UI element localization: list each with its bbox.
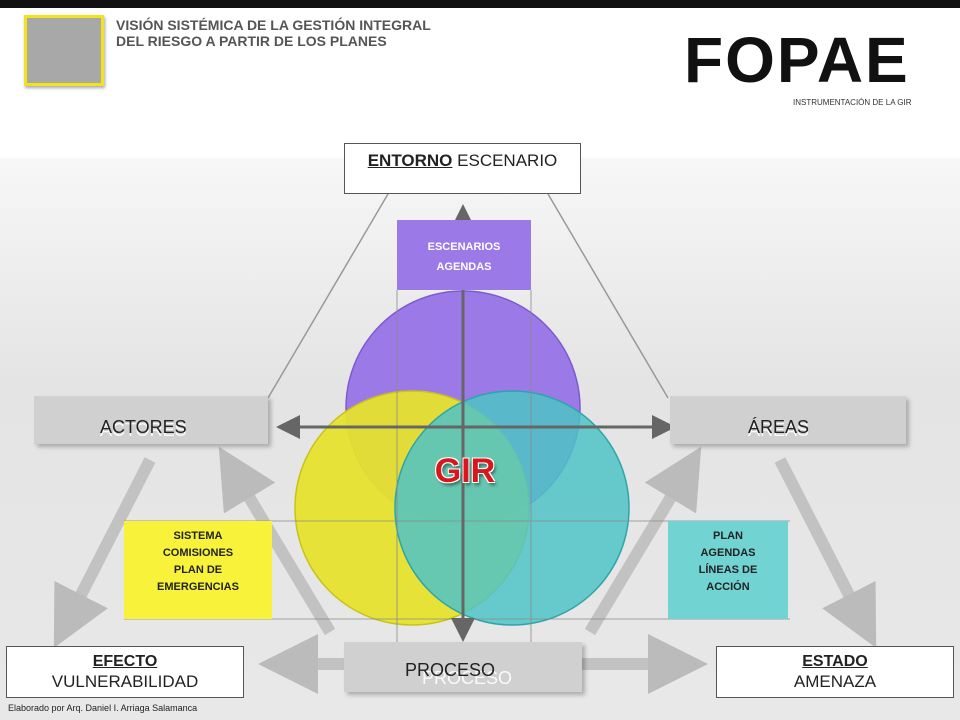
areas-tab: ÁREAS ÁREAS [670,396,906,444]
sistema-line-1: SISTEMA [173,530,223,542]
arrow-proceso-to-areas [584,446,702,636]
plan-line-4: ACCIÓN [706,581,750,593]
estado-box: ESTADO AMENAZA [716,646,954,698]
plan-line-1: PLAN [713,530,743,542]
circle-teal [394,390,630,626]
proceso-label: PROCESO [405,660,496,680]
sistema-line-2: COMISIONES [162,547,234,559]
brand-logo: FOPAE [684,24,910,96]
amenaza-label: AMENAZA [793,672,877,691]
top-bar [0,0,960,8]
plan-line-3: LÍNEAS DE [698,564,758,576]
gir-center-label: GIR [434,452,496,490]
areas-shadow-text: ÁREAS [748,420,810,440]
author-credit: Elaborado por Arq. Daniel I. Arriaga Sal… [8,703,198,713]
brand-subtitle: INSTRUMENTACIÓN DE LA GIR [793,98,912,107]
areas-label: ÁREAS [748,417,810,437]
plan-box: PLAN AGENDAS LÍNEAS DE ACCIÓN [668,521,788,619]
actores-tab: ACTORES ACTORES [34,396,268,444]
proceso-tab: PROCESO PROCESO [344,642,582,692]
efecto-label: EFECTO [92,653,158,670]
arrow-areas-to-estado [774,457,877,649]
sistema-line-4: EMERGENCIAS [157,581,239,593]
triangle-left-edge [267,193,389,399]
escenarios-line-1: ESCENARIOS [427,241,501,253]
logo-square [24,15,104,86]
estado-label: ESTADO [802,653,868,670]
escenarios-line-2: AGENDAS [436,261,492,273]
arrow-actores-to-efecto [53,457,156,649]
vulnerabilidad-label: VULNERABILIDAD [51,672,199,691]
plan-line-2: AGENDAS [700,547,756,559]
sistema-box: SISTEMA COMISIONES PLAN DE EMERGENCIAS [124,521,272,619]
entorno-label: ENTORNO [367,151,453,170]
arrow-proceso-to-actores [218,446,336,636]
efecto-box: EFECTO VULNERABILIDAD [6,646,244,698]
sistema-line-3: PLAN DE [173,564,223,576]
entorno-escenario-box: ENTORNO ESCENARIO [344,143,581,194]
proceso-shadow-text: PROCESO [422,668,513,688]
triangle-right-edge [547,193,669,399]
escenario-label: ESCENARIO [457,151,558,170]
actores-label: ACTORES [100,417,187,437]
escenarios-box: ESCENARIOS AGENDAS [397,220,531,290]
page-title: VISIÓN SISTÉMICA DE LA GESTIÓN INTEGRAL … [116,17,431,49]
actores-shadow-text: ACTORES [100,420,187,440]
